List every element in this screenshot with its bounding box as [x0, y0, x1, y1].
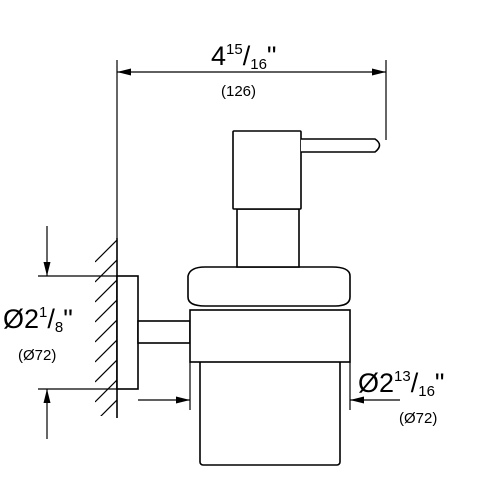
rosette-arrow-bottom — [43, 389, 51, 403]
arrowhead-right — [372, 68, 386, 76]
pump-nozzle — [301, 138, 381, 153]
glass-arrow-left — [176, 396, 190, 404]
glass-dimension — [138, 362, 400, 410]
rosette-metric-label: (Ø72) — [18, 347, 56, 364]
glass-arrow-right — [350, 396, 364, 404]
width-metric-label: (126) — [221, 83, 256, 100]
pump-head — [232, 130, 302, 210]
glass-diameter-label: Ø213/16" — [358, 368, 445, 400]
rosette-diameter-label: Ø21/8" — [3, 304, 73, 336]
glass-metric-label: (Ø72) — [399, 410, 437, 427]
arrowhead-left — [117, 68, 131, 76]
glass-top — [187, 266, 351, 307]
holder-ring — [189, 309, 351, 363]
arm — [137, 320, 191, 344]
wall-rosette — [116, 275, 139, 390]
rosette-arrow-top — [43, 262, 51, 276]
width-dimension — [116, 60, 387, 238]
rosette-dimension — [38, 226, 117, 439]
dispenser — [116, 130, 381, 466]
width-label: 415/16" — [211, 41, 277, 73]
pump-neck — [236, 208, 300, 268]
